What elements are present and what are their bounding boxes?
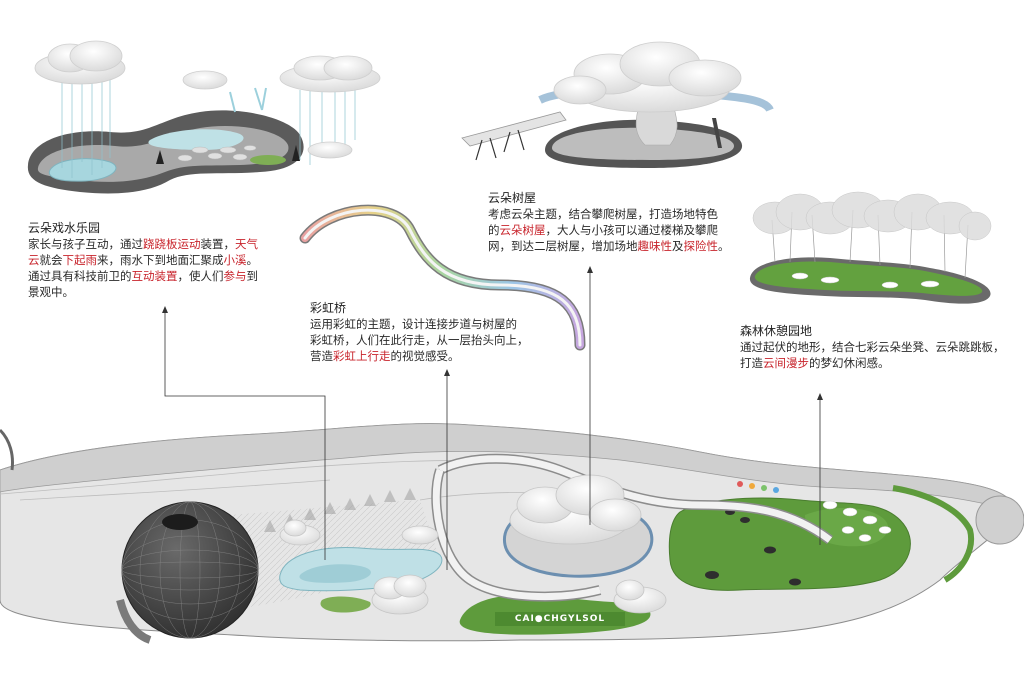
body-text: 打造 [740, 356, 763, 370]
text-line: 打造云间漫步的梦幻休闲感。 [740, 355, 1005, 371]
highlight-text: 云朵树屋 [499, 223, 546, 237]
forest-rest-text: 森林休憩园地 通过起伏的地形，结合七彩云朵坐凳、云朵跳跳板，打造云间漫步的梦幻休… [740, 323, 1005, 371]
body-text: 网，到达二层树屋，增加场地 [488, 239, 638, 253]
leader-arrowheads [162, 266, 823, 400]
body-text: 运用彩虹的主题，设计连接步道与树屋的 [310, 317, 517, 331]
highlight-text: 下起雨 [62, 253, 98, 267]
cloud-treehouse-text: 云朵树屋 考虑云朵主题，结合攀爬树屋，打造场地特色的云朵树屋，大人与小孩可以通过… [488, 190, 730, 254]
leader-lines [164, 270, 821, 570]
body-text: 的梦幻休闲感。 [809, 356, 890, 370]
highlight-text: 参与 [223, 269, 247, 283]
body-text: 考虑云朵主题，结合攀爬树屋，打造场地特色 [488, 207, 718, 221]
text-line: 景观中。 [28, 284, 258, 300]
body-text: 营造 [310, 349, 333, 363]
body-text: 景观中。 [28, 285, 74, 299]
body-text: 就会 [39, 253, 63, 267]
rainbow-bridge-body: 运用彩虹的主题，设计连接步道与树屋的彩虹桥，人们在此行走，从一层抬头向上，营造彩… [310, 316, 529, 364]
site-plan [0, 423, 1024, 644]
body-text: 装置， [200, 237, 236, 251]
rainbow-bridge-title: 彩虹桥 [310, 301, 347, 315]
forest-rest-vignette [749, 191, 992, 304]
cloud-treehouse-vignette [461, 41, 774, 168]
body-text: 通过具有科技前卫的 [28, 269, 132, 283]
cloud-water-park-vignette [27, 40, 381, 194]
text-line: 家长与孩子互动，通过跷跷板运动装置，天气 [28, 236, 258, 252]
text-line: 云就会下起雨来，雨水下到地面汇聚成小溪。 [28, 252, 258, 268]
body-text: 及 [672, 239, 684, 253]
highlight-text: 云 [28, 253, 40, 267]
plaza-sign-text: CAI●CHGYLSOL [514, 614, 606, 624]
text-line: 的云朵树屋，大人与小孩可以通过楼梯及攀爬 [488, 222, 730, 238]
cloud-water-park-title: 云朵戏水乐园 [28, 221, 101, 235]
highlight-text: 彩虹上行走 [333, 349, 391, 363]
body-text: ，使人们 [177, 269, 224, 283]
highlight-text: 互动装置 [131, 269, 178, 283]
body-text: 的 [488, 223, 500, 237]
body-text: 到 [246, 269, 259, 283]
forest-rest-title: 森林休憩园地 [740, 324, 813, 338]
body-text: 来，雨水下到地面汇聚成 [97, 253, 224, 267]
body-text: 通过起伏的地形，结合七彩云朵坐凳、云朵跳跳板， [740, 340, 1005, 354]
body-text: 家长与孩子互动，通过 [28, 237, 143, 251]
text-line: 通过具有科技前卫的互动装置，使人们参与到 [28, 268, 258, 284]
cloud-treehouse-title: 云朵树屋 [488, 191, 537, 205]
highlight-text: 探险性 [683, 239, 719, 253]
text-line: 运用彩虹的主题，设计连接步道与树屋的 [310, 316, 529, 332]
cloud-water-park-text: 云朵戏水乐园 家长与孩子互动，通过跷跷板运动装置，天气云就会下起雨来，雨水下到地… [28, 220, 258, 300]
text-line: 考虑云朵主题，结合攀爬树屋，打造场地特色 [488, 206, 730, 222]
cloud-water-park-body: 家长与孩子互动，通过跷跷板运动装置，天气云就会下起雨来，雨水下到地面汇聚成小溪。… [28, 236, 258, 300]
rainbow-bridge-text: 彩虹桥 运用彩虹的主题，设计连接步道与树屋的彩虹桥，人们在此行走，从一层抬头向上… [310, 300, 529, 364]
forest-rest-body: 通过起伏的地形，结合七彩云朵坐凳、云朵跳跳板，打造云间漫步的梦幻休闲感。 [740, 339, 1005, 371]
highlight-text: 云间漫步 [763, 356, 809, 370]
body-text: 的视觉感受。 [390, 349, 460, 363]
rainbow-bridge-illustration [299, 204, 586, 351]
cloud-treehouse-body: 考虑云朵主题，结合攀爬树屋，打造场地特色的云朵树屋，大人与小孩可以通过楼梯及攀爬… [488, 206, 730, 254]
highlight-text: 天气 [235, 237, 258, 251]
body-text: ，大人与小孩可以通过楼梯及攀爬 [545, 223, 719, 237]
body-text: 。 [246, 253, 259, 267]
highlight-text: 跷跷板运动 [143, 237, 201, 251]
highlight-text: 趣味性 [637, 239, 673, 253]
body-text: 。 [718, 239, 730, 253]
text-line: 通过起伏的地形，结合七彩云朵坐凳、云朵跳跳板， [740, 339, 1005, 355]
body-text: 彩虹桥，人们在此行走，从一层抬头向上， [310, 333, 529, 347]
text-line: 网，到达二层树屋，增加场地趣味性及探险性。 [488, 238, 730, 254]
highlight-text: 小溪 [223, 253, 247, 267]
text-line: 营造彩虹上行走的视觉感受。 [310, 348, 529, 364]
text-line: 彩虹桥，人们在此行走，从一层抬头向上， [310, 332, 529, 348]
